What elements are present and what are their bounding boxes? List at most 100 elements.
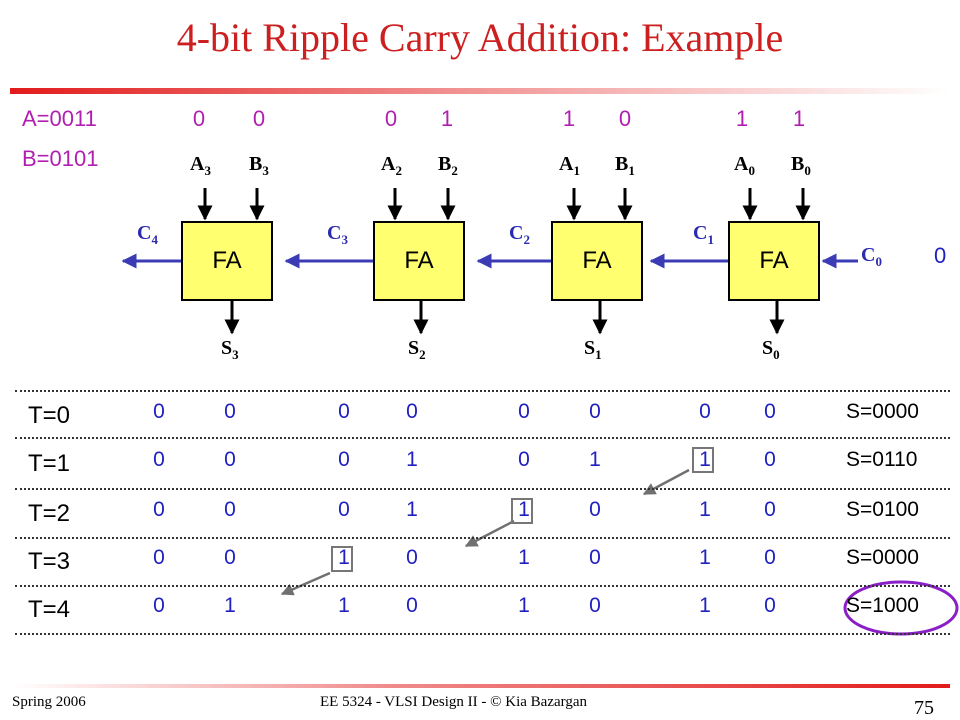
- bit-cell: 0: [589, 546, 601, 569]
- pin-a2-label: A2: [381, 153, 402, 178]
- carry-change-highlight: [511, 498, 533, 524]
- sum-value: S=1000: [846, 594, 919, 617]
- sum-wires: [224, 301, 785, 335]
- bit-cell: 1: [699, 498, 711, 521]
- bit-cell: 1: [338, 594, 350, 617]
- pin-b0-label: B0: [791, 153, 811, 178]
- bit-cell: 0: [764, 498, 776, 521]
- pin-b2-label: B2: [438, 153, 458, 178]
- operand-bit: 0: [618, 106, 632, 131]
- time-step-label: T=0: [28, 402, 71, 429]
- bit-cell: 0: [518, 448, 530, 471]
- pin-b1-label: B1: [615, 153, 635, 178]
- carry-change-highlight: [331, 546, 353, 572]
- bit-cell: 0: [338, 448, 350, 471]
- footer-date: Spring 2006: [12, 694, 86, 710]
- bit-cell: 0: [224, 400, 236, 423]
- row-separator: [15, 437, 950, 439]
- carry-c3-label: C3: [327, 222, 348, 247]
- title-underline: [10, 88, 950, 94]
- sum-s3-label: S3: [221, 337, 239, 362]
- bit-cell: 0: [406, 546, 418, 569]
- bit-cell: 1: [699, 448, 711, 471]
- sum-s2-label: S2: [408, 337, 426, 362]
- bit-cell: 0: [764, 594, 776, 617]
- bit-cell: 0: [224, 448, 236, 471]
- operand-bit: 1: [792, 106, 806, 131]
- bit-cell: 1: [518, 594, 530, 617]
- bit-cell: 1: [518, 546, 530, 569]
- sum-value: S=0000: [846, 400, 919, 423]
- bit-cell: 0: [153, 594, 165, 617]
- operand-bit: 0: [384, 106, 398, 131]
- bit-cell: 0: [338, 498, 350, 521]
- time-step-label: T=2: [28, 500, 71, 527]
- footer-course: EE 5324 - VLSI Design II - © Kia Bazarga…: [320, 694, 588, 710]
- bit-cell: 0: [764, 546, 776, 569]
- bit-cell: 0: [699, 400, 711, 423]
- carry-in-value: 0: [934, 243, 947, 268]
- bit-cell: 0: [153, 546, 165, 569]
- pin-a0-label: A0: [734, 153, 755, 178]
- row-separator: [15, 488, 950, 490]
- operand-bit: 1: [735, 106, 749, 131]
- bit-cell: 1: [406, 448, 418, 471]
- page-number: 75: [914, 697, 934, 719]
- time-step-label: T=3: [28, 548, 71, 575]
- input-a-label: A=0011: [22, 106, 97, 131]
- bit-cell: 0: [224, 546, 236, 569]
- bit-cell: 1: [406, 498, 418, 521]
- full-adder-3: FA: [181, 221, 273, 301]
- carry-c1-label: C1: [693, 222, 714, 247]
- bit-cell: 0: [589, 594, 601, 617]
- operand-bit: 0: [192, 106, 206, 131]
- footer-rule: [10, 684, 950, 688]
- row-separator: [15, 633, 950, 635]
- bit-cell: 1: [589, 448, 601, 471]
- operand-bit: 1: [440, 106, 454, 131]
- bit-cell: 0: [406, 594, 418, 617]
- slide-title: 4-bit Ripple Carry Addition: Example: [176, 15, 784, 60]
- bit-cell: 1: [699, 546, 711, 569]
- propagation-arrows: [280, 468, 690, 596]
- time-step-label: T=4: [28, 596, 71, 623]
- pin-b3-label: B3: [249, 153, 269, 178]
- row-separator: [15, 585, 950, 587]
- bit-cell: 0: [406, 400, 418, 423]
- time-step-label: T=1: [28, 450, 71, 477]
- bit-cell: 0: [153, 498, 165, 521]
- full-adder-2: FA: [373, 221, 465, 301]
- input-wires: [197, 188, 811, 221]
- operand-bit: 1: [562, 106, 576, 131]
- sum-s1-label: S1: [584, 337, 602, 362]
- row-separator: [15, 390, 950, 392]
- bit-cell: 0: [153, 400, 165, 423]
- bit-cell: 0: [224, 498, 236, 521]
- bit-cell: 1: [699, 594, 711, 617]
- sum-s0-label: S0: [762, 337, 780, 362]
- bit-cell: 1: [338, 546, 350, 569]
- bit-cell: 1: [224, 594, 236, 617]
- bit-cell: 1: [518, 498, 530, 521]
- bit-cell: 0: [589, 400, 601, 423]
- full-adder-1: FA: [551, 221, 643, 301]
- bit-cell: 0: [764, 448, 776, 471]
- carry-change-highlight: [692, 447, 714, 473]
- operand-bit: 0: [252, 106, 266, 131]
- sum-value: S=0000: [846, 546, 919, 569]
- sum-value: S=0110: [846, 448, 918, 471]
- bit-cell: 0: [764, 400, 776, 423]
- pin-a3-label: A3: [190, 153, 211, 178]
- carry-c0-label: C0: [861, 244, 882, 269]
- pin-a1-label: A1: [559, 153, 580, 178]
- sum-value: S=0100: [846, 498, 919, 521]
- row-separator: [15, 537, 950, 539]
- carry-c2-label: C2: [509, 222, 530, 247]
- bit-cell: 0: [518, 400, 530, 423]
- input-b-label: B=0101: [22, 146, 99, 171]
- carry-c4-label: C4: [137, 222, 158, 247]
- full-adder-0: FA: [728, 221, 820, 301]
- bit-cell: 0: [589, 498, 601, 521]
- bit-cell: 0: [338, 400, 350, 423]
